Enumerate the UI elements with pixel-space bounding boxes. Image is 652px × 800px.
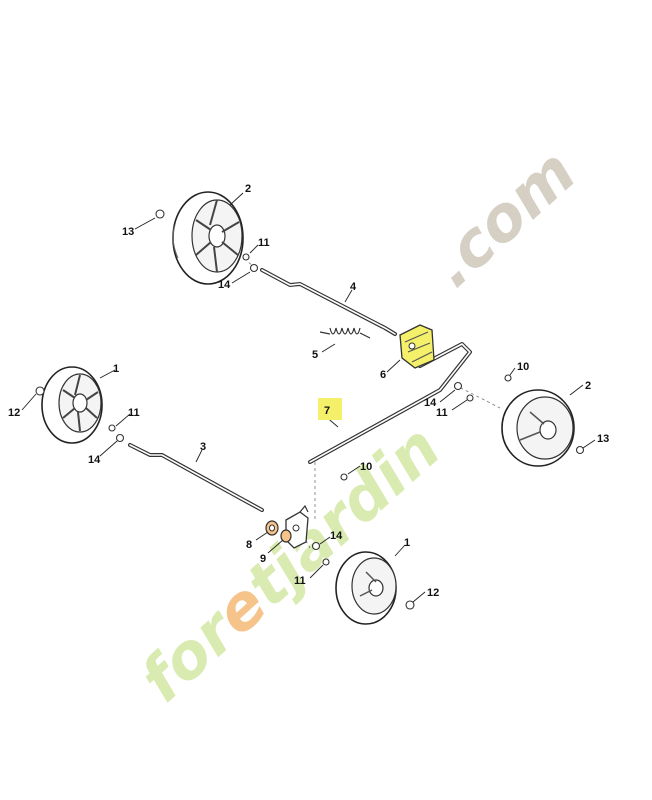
front-right-wheel (335, 551, 397, 625)
part-7-highlight (318, 398, 342, 420)
part-label-11-front: 11 (294, 575, 306, 587)
part-label-14-front: 14 (330, 530, 343, 542)
watermark-brand: foretjardin (126, 411, 454, 716)
part-label-10-top: 10 (517, 361, 529, 373)
part-number-labels: 2 13 11 14 4 5 6 7 10 2 14 11 13 10 1 12… (8, 183, 609, 599)
front-left-wheel (41, 366, 103, 444)
front-bushing (265, 520, 279, 536)
part-label-13-rear: 13 (122, 226, 134, 238)
part-label-9: 9 (260, 553, 266, 565)
front-axle-rod (128, 443, 264, 512)
part-label-2-right: 2 (585, 380, 591, 392)
part-label-7: 7 (324, 405, 330, 417)
leader-lines (21, 192, 596, 603)
part-label-8: 8 (246, 539, 252, 551)
part-label-11-left: 11 (128, 407, 140, 419)
part-label-11-rear: 11 (258, 237, 270, 249)
part-label-10-mid: 10 (360, 461, 372, 473)
part-label-1-front: 1 (404, 537, 410, 549)
part-label-6: 6 (380, 369, 386, 381)
part-label-11-right: 11 (436, 407, 448, 419)
part-label-12-front: 12 (427, 587, 439, 599)
part-label-1-left: 1 (113, 363, 119, 375)
watermark-suffix: .com (416, 135, 589, 301)
part-label-14-left: 14 (88, 454, 101, 466)
part-label-14-right: 14 (424, 397, 437, 409)
rear-left-wheel (172, 191, 244, 285)
part-label-12-left: 12 (8, 407, 20, 419)
hardware-nuts-washers (35, 209, 585, 610)
front-collar (280, 529, 292, 543)
height-adjust-rod (308, 342, 472, 464)
part-label-14-rear: 14 (218, 279, 231, 291)
rear-right-wheel (501, 389, 575, 467)
height-lever-bracket (399, 324, 435, 369)
part-label-13-right: 13 (597, 433, 609, 445)
part-label-3: 3 (200, 441, 206, 453)
part-label-2-rear: 2 (245, 183, 251, 195)
part-label-5: 5 (312, 349, 318, 361)
part-label-4: 4 (350, 281, 357, 293)
rear-axle-rod (260, 268, 397, 336)
tension-spring (319, 327, 371, 339)
